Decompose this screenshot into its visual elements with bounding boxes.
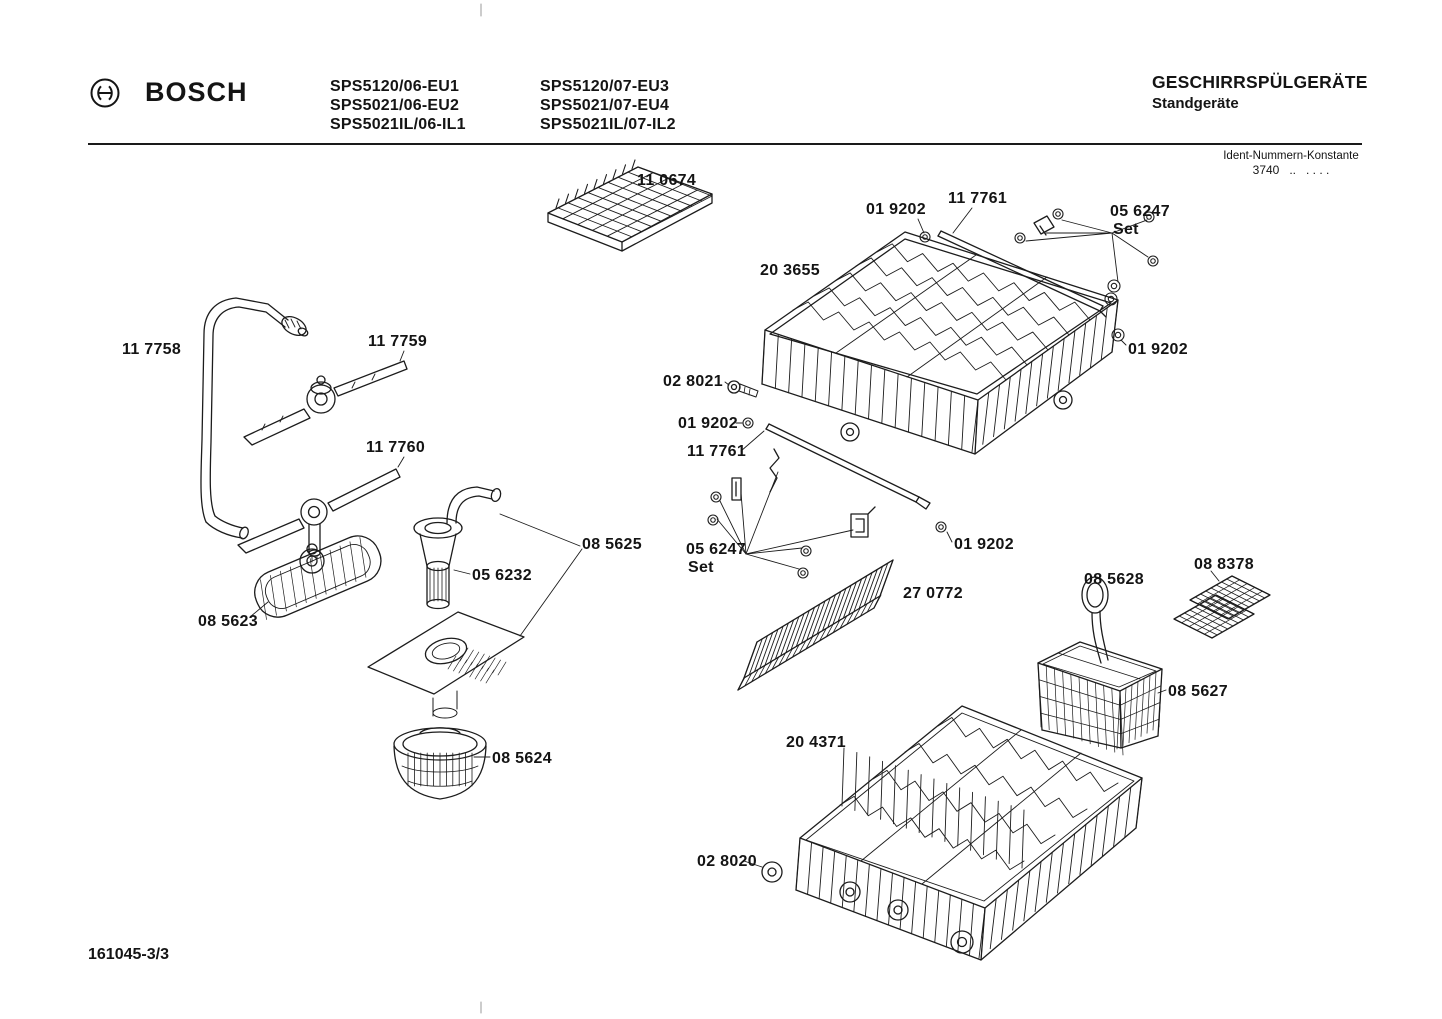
model-list-right: SPS5120/07-EU3 SPS5021/07-EU4 SPS5021IL/… xyxy=(540,77,676,134)
lower-spray-arm-drawing xyxy=(237,468,401,563)
document-number: 161045-3/3 xyxy=(88,946,169,963)
part-number-label: 08 5624 xyxy=(492,750,552,767)
part-number-label: 20 3655 xyxy=(760,262,820,279)
header-rule xyxy=(88,143,1362,145)
top-rail-drawing xyxy=(937,230,1107,318)
part-number-label: 08 5627 xyxy=(1168,683,1228,700)
part-number-label: 27 0772 xyxy=(903,585,963,602)
part-number-label: Set xyxy=(688,559,714,576)
part-number-label: 11 7758 xyxy=(122,341,182,358)
part-number-label: 11 7761 xyxy=(948,190,1008,207)
fastener-drawing xyxy=(707,208,1159,579)
category-block: GESCHIRRSPÜLGERÄTE Standgeräte xyxy=(1152,72,1368,112)
part-number-label: 05 6247 xyxy=(1110,203,1170,220)
part-number-label: 11 7759 xyxy=(368,333,428,350)
basket-handle-drawing xyxy=(1081,576,1109,664)
lower-basket-drawing xyxy=(761,705,1143,961)
ident-value: 3740 .. . . . . xyxy=(1252,163,1330,177)
funnel-drawing xyxy=(413,517,463,610)
model-list-left: SPS5120/06-EU1 SPS5021/06-EU2 SPS5021IL/… xyxy=(330,77,466,134)
part-number-label: 08 5625 xyxy=(582,536,642,553)
part-number-label: 08 8378 xyxy=(1194,556,1254,573)
part-number-label: 01 9202 xyxy=(954,536,1014,553)
part-number-label: 01 9202 xyxy=(678,415,738,432)
filter-cup-drawing xyxy=(393,727,487,800)
screw-drawing xyxy=(727,380,759,398)
mid-rail-drawing xyxy=(765,423,931,510)
small-grid-drawing xyxy=(1173,575,1271,639)
upper-basket-drawing xyxy=(761,231,1119,455)
bosch-logo-icon xyxy=(88,76,122,110)
part-number-label: 20 4371 xyxy=(786,734,846,751)
model-number: SPS5021/07-EU4 xyxy=(540,97,670,114)
part-number-label: 05 6247 xyxy=(686,541,746,558)
model-number: SPS5021IL/06-IL1 xyxy=(330,116,466,133)
cutlery-basket-drawing xyxy=(1037,641,1163,756)
clip-set-drawing xyxy=(731,448,876,538)
part-number-label: 02 8021 xyxy=(663,373,723,390)
elbow-pipe-drawing xyxy=(446,486,502,524)
category-title: GESCHIRRSPÜLGERÄTE xyxy=(1152,72,1368,92)
part-number-label: 11 7761 xyxy=(687,443,747,460)
cup-insert-drawing xyxy=(547,159,713,252)
callout-leader-lines xyxy=(249,207,1220,868)
part-number-label: 01 9202 xyxy=(866,201,926,218)
part-number-label: 11 0674 xyxy=(637,172,697,189)
model-number: SPS5021/06-EU2 xyxy=(330,97,460,114)
upper-spray-arm-drawing xyxy=(243,360,408,446)
part-number-label: 08 5628 xyxy=(1084,571,1144,588)
rack-insert-drawing xyxy=(737,559,894,691)
basket-wheel xyxy=(761,861,974,954)
part-number-label: 11 7760 xyxy=(366,439,426,456)
category-subtitle: Standgeräte xyxy=(1152,95,1239,112)
sump-plate-drawing xyxy=(367,611,525,719)
part-number-label: Set xyxy=(1113,221,1139,238)
model-number: SPS5120/07-EU3 xyxy=(540,78,670,95)
ident-label: Ident-Nummern-Konstante xyxy=(1223,150,1359,162)
base-plate-drawing xyxy=(254,535,382,620)
clip-set-top-drawing xyxy=(1033,215,1055,236)
brand-name: BOSCH xyxy=(145,77,248,107)
part-number-label: 02 8020 xyxy=(697,853,757,870)
model-number: SPS5120/06-EU1 xyxy=(330,78,460,95)
ident-number-block: Ident-Nummern-Konstante 3740 .. . . . . xyxy=(1210,150,1372,177)
part-number-label: 05 6232 xyxy=(472,567,532,584)
model-number: SPS5021IL/07-IL2 xyxy=(540,116,676,133)
feed-pipe-drawing xyxy=(200,297,309,540)
part-number-label: 08 5623 xyxy=(198,613,258,630)
part-number-label: 01 9202 xyxy=(1128,341,1188,358)
